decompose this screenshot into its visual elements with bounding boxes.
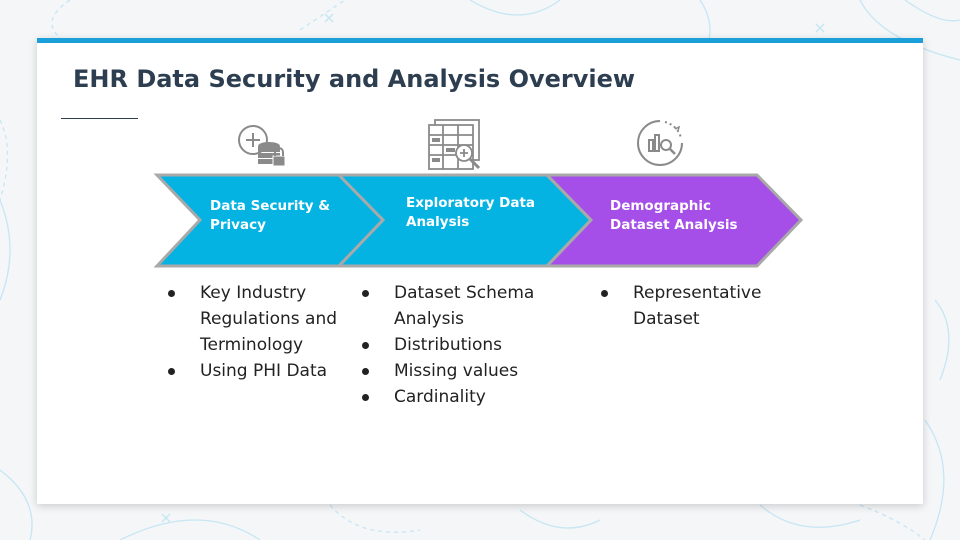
list-item: Cardinality (358, 384, 558, 410)
accent-bar (37, 38, 923, 43)
bullet-dot (601, 290, 608, 297)
bullet-dot (362, 368, 369, 375)
bullet-dot (362, 342, 369, 349)
step-bullets-demographic-analysis: Representative Dataset (597, 280, 777, 332)
step-label-data-security: Data Security & Privacy (210, 198, 331, 233)
bullet-dot (362, 290, 369, 297)
step-label-demographic-analysis: Demographic Dataset Analysis (610, 198, 738, 233)
step-chevron-demographic-analysis (543, 173, 804, 268)
bullet-dot (168, 368, 175, 375)
title-underline (61, 118, 138, 119)
step-bullets-data-security: Key Industry Regulations and Terminology… (164, 280, 340, 384)
step-bullets-exploratory-analysis: Dataset Schema Analysis Distributions Mi… (358, 280, 558, 410)
process-flow (153, 173, 804, 268)
list-item: Missing values (358, 358, 558, 384)
list-item: Distributions (358, 332, 558, 358)
page-title: EHR Data Security and Analysis Overview (73, 65, 636, 93)
list-item: Representative Dataset (597, 280, 777, 332)
data-table-analysis-icon (428, 119, 481, 170)
list-item: Key Industry Regulations and Terminology (164, 280, 340, 358)
bullet-dot (362, 394, 369, 401)
database-security-icon (238, 125, 286, 167)
slide-card: EHR Data Security and Analysis Overview (37, 38, 923, 504)
list-item: Dataset Schema Analysis (358, 280, 558, 332)
step-label-exploratory-analysis: Exploratory Data Analysis (406, 195, 536, 230)
chart-magnifier-icon (637, 120, 683, 166)
bullet-dot (168, 290, 175, 297)
list-item: Using PHI Data (164, 358, 340, 384)
